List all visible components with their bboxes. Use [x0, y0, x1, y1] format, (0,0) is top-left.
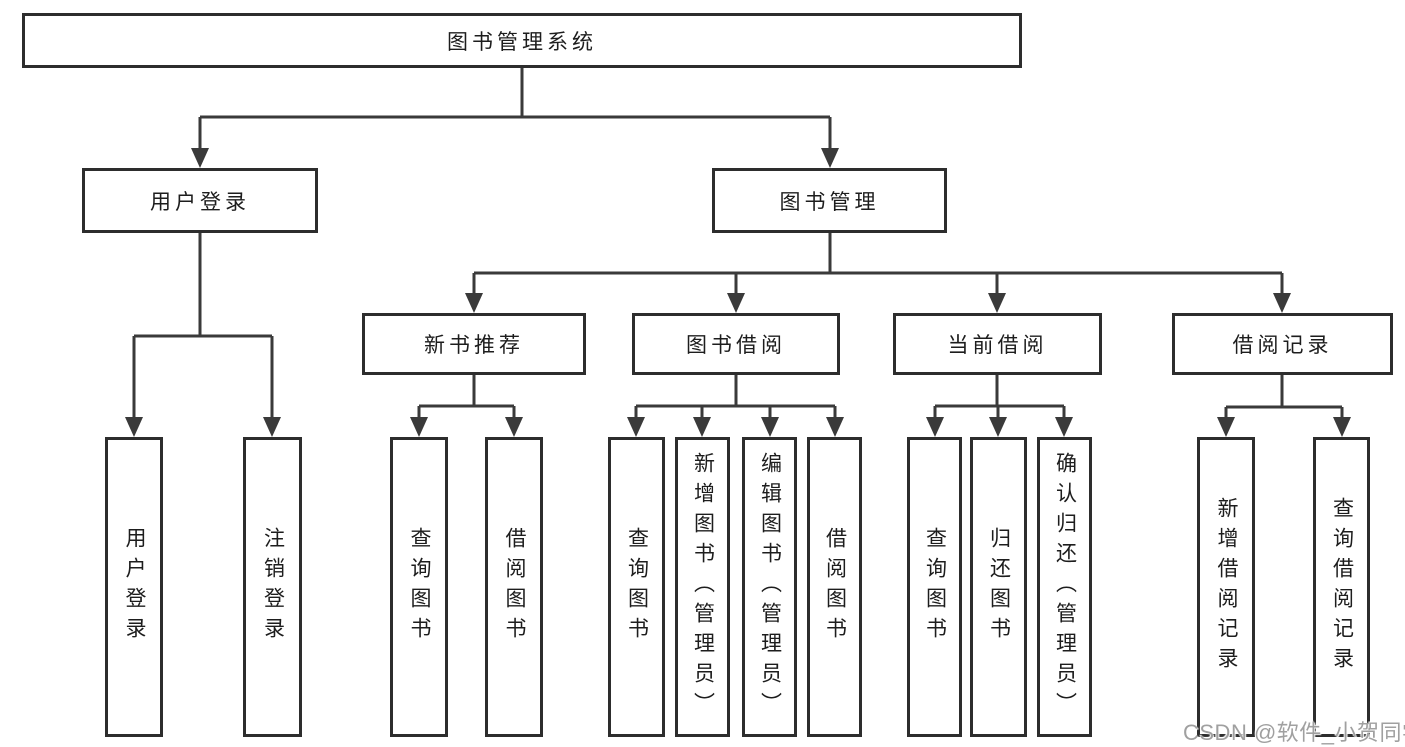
leaf-return-book: 归还图书	[970, 437, 1027, 737]
leaf-query-books-borrow: 查询图书	[608, 437, 665, 737]
leaf-edit-book-admin: 编辑图书（管理员）	[742, 437, 797, 737]
leaf-confirm-return-admin: 确认归还（管理员）	[1037, 437, 1092, 737]
connector-current-borrow-branch	[926, 375, 1073, 437]
node-current-borrow: 当前借阅	[893, 313, 1102, 375]
connector-user-login-branch	[125, 233, 281, 437]
leaf-borrow-books: 借阅图书	[807, 437, 862, 737]
leaf-add-book-admin: 新增图书（管理员）	[675, 437, 730, 737]
leaf-query-borrow-record: 查询借阅记录	[1313, 437, 1370, 737]
node-borrow-records: 借阅记录	[1172, 313, 1393, 375]
connector-root-to-level1	[191, 68, 839, 168]
leaf-query-books-recommend: 查询图书	[390, 437, 448, 737]
leaf-user-login: 用户登录	[105, 437, 163, 737]
connector-borrow-records-branch	[1217, 375, 1351, 437]
connector-new-book-recommend-branch	[410, 375, 523, 437]
node-book-management: 图书管理	[712, 168, 947, 233]
node-user-login: 用户登录	[82, 168, 318, 233]
connector-book-borrow-branch	[627, 375, 844, 437]
node-book-borrow: 图书借阅	[632, 313, 840, 375]
connector-book-management-branch	[465, 233, 1291, 313]
leaf-add-borrow-record: 新增借阅记录	[1197, 437, 1255, 737]
leaf-borrow-books-recommend: 借阅图书	[485, 437, 543, 737]
watermark: CSDN @软件_小贺同学	[1183, 720, 1405, 745]
node-root-library-system: 图书管理系统	[22, 13, 1022, 68]
node-new-book-recommend: 新书推荐	[362, 313, 586, 375]
leaf-query-books-current: 查询图书	[907, 437, 962, 737]
leaf-logout: 注销登录	[243, 437, 302, 737]
